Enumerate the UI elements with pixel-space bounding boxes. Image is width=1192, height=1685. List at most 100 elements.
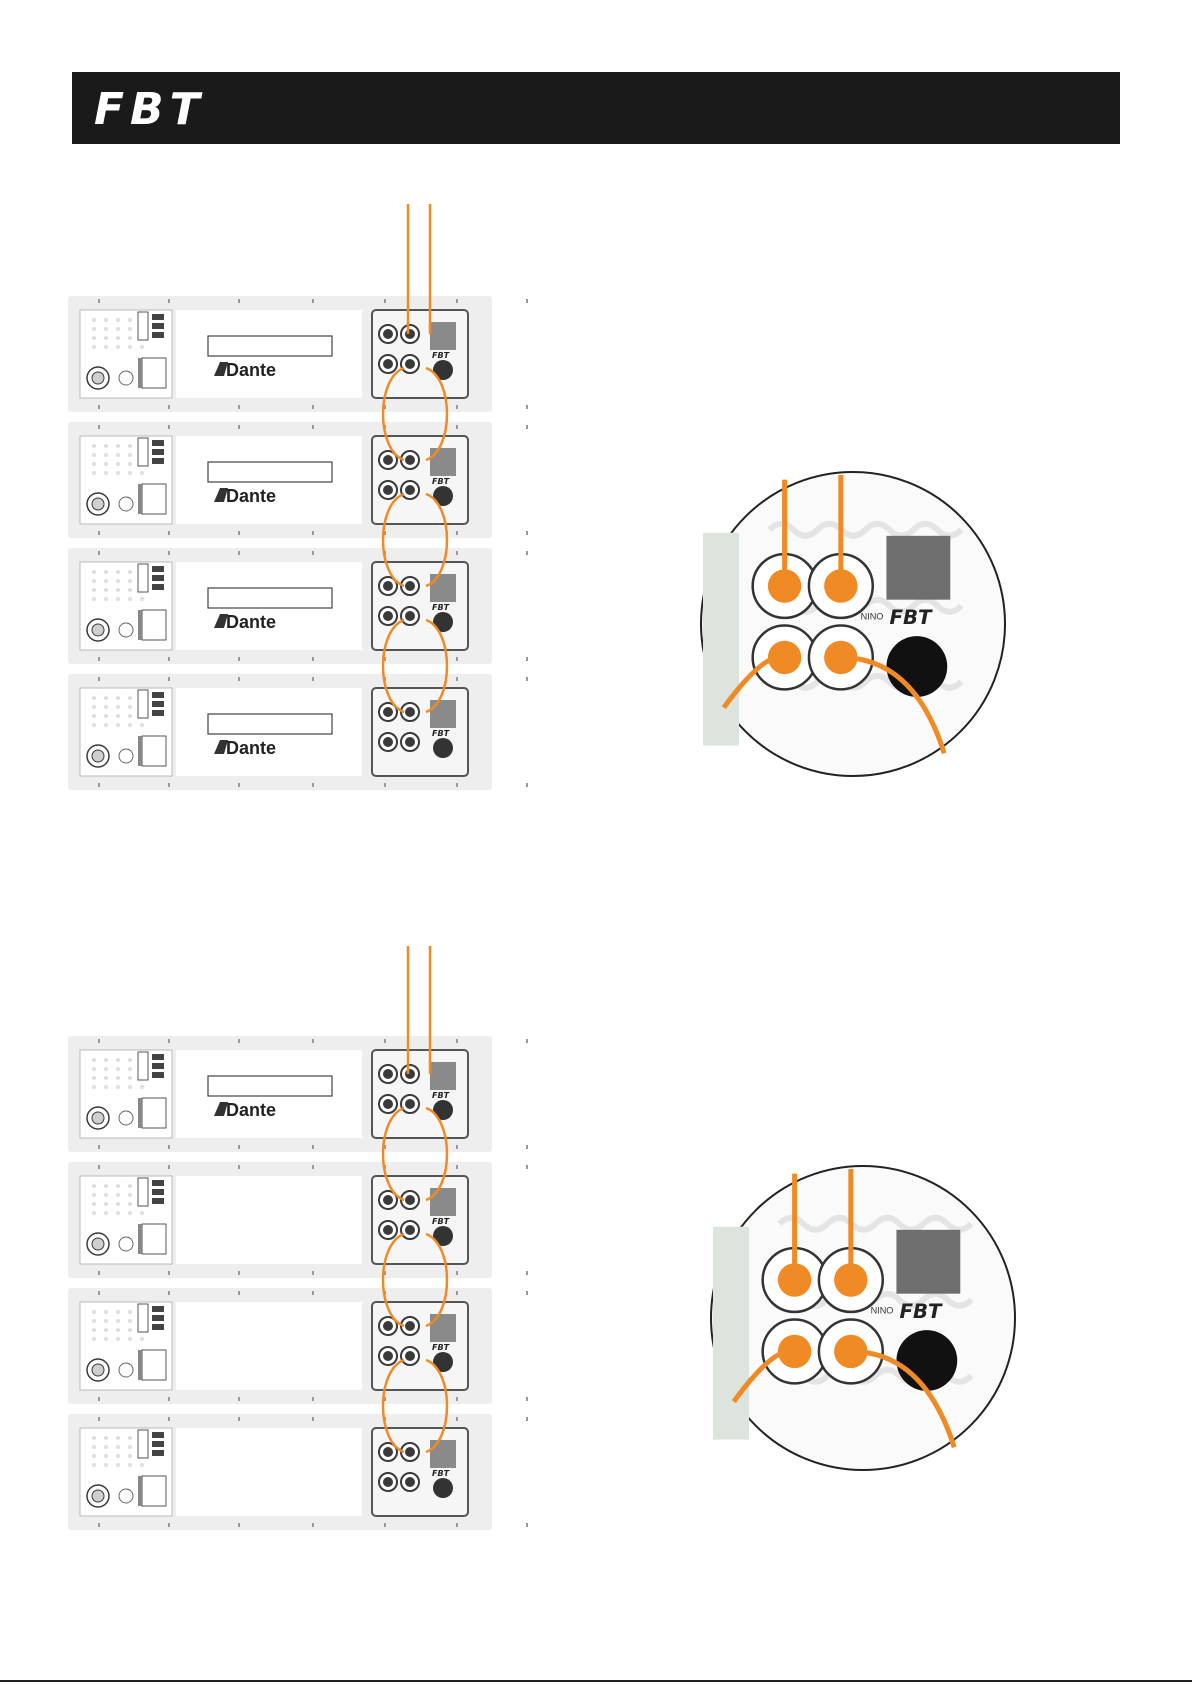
- panel-tick: [238, 1165, 240, 1169]
- vent-hole: [128, 1085, 132, 1089]
- barcode-mark: [152, 701, 164, 707]
- barcode-mark: [152, 323, 164, 329]
- vent-hole: [92, 1184, 96, 1188]
- page-footer-line: [0, 1680, 1192, 1682]
- vent-hole: [128, 696, 132, 700]
- panel-tick: [456, 1523, 458, 1527]
- vent-hole: [116, 1193, 120, 1197]
- barcode-mark: [152, 449, 164, 455]
- vent-hole: [128, 1310, 132, 1314]
- panel-tick: [98, 657, 100, 661]
- vent-hole: [140, 1211, 144, 1215]
- jack-core: [405, 485, 415, 495]
- vent-hole: [104, 579, 108, 583]
- vent-hole: [116, 705, 120, 709]
- panel-tick: [526, 551, 528, 555]
- panel-tick: [168, 1291, 170, 1295]
- panel-tick: [98, 1397, 100, 1401]
- vent-hole: [92, 327, 96, 331]
- vent-hole: [116, 1454, 120, 1458]
- vent-hole: [92, 462, 96, 466]
- panel-tick: [526, 1165, 528, 1169]
- vent-hole: [116, 1463, 120, 1467]
- vent-hole: [104, 1058, 108, 1062]
- detail-port-label: NINO: [871, 1305, 894, 1315]
- panel-tick: [456, 1145, 458, 1149]
- vent-hole: [116, 579, 120, 583]
- volume-knob-icon: [433, 738, 453, 758]
- panel-tick: [456, 551, 458, 555]
- vent-hole: [128, 327, 132, 331]
- vent-hole: [128, 1463, 132, 1467]
- volume-knob-icon: [886, 636, 947, 697]
- speakon-connector: [92, 624, 104, 636]
- jack-core: [383, 737, 393, 747]
- panel-tick: [168, 677, 170, 681]
- panel-tick: [238, 425, 240, 429]
- speaker-unit: FBT: [68, 1414, 528, 1530]
- jack-core: [405, 611, 415, 621]
- vent-hole: [128, 318, 132, 322]
- vent-hole: [92, 1067, 96, 1071]
- vent-hole: [128, 1202, 132, 1206]
- panel-tick: [526, 1417, 528, 1421]
- vent-hole: [92, 597, 96, 601]
- speaker-unit: FBT: [68, 1288, 528, 1404]
- vent-hole: [140, 345, 144, 349]
- panel-tick: [168, 1145, 170, 1149]
- power-rail: [138, 484, 142, 514]
- zoom-side-strip: [703, 533, 739, 746]
- jack-core: [383, 1477, 393, 1487]
- panel-tick: [238, 1145, 240, 1149]
- vent-hole: [104, 1202, 108, 1206]
- vent-hole: [128, 336, 132, 340]
- ground-screw: [119, 1237, 133, 1251]
- panel-tick: [312, 783, 314, 787]
- panel-tick: [168, 657, 170, 661]
- speaker-unit: DanteFBT: [68, 1036, 528, 1152]
- vent-hole: [92, 705, 96, 709]
- vent-hole: [128, 1436, 132, 1440]
- vent-hole: [116, 1067, 120, 1071]
- panel-tick: [312, 1039, 314, 1043]
- jack-core: [383, 707, 393, 717]
- panel-tick: [168, 783, 170, 787]
- jack-core: [405, 1321, 415, 1331]
- power-rail: [138, 1098, 142, 1128]
- panel-tick: [526, 1397, 528, 1401]
- panel-tick: [456, 1397, 458, 1401]
- io-fbt-logo: FBT: [432, 729, 450, 738]
- jack-core: [383, 359, 393, 369]
- panel-tick: [526, 1145, 528, 1149]
- barcode-mark: [152, 566, 164, 572]
- vent-hole: [92, 1436, 96, 1440]
- panel-tick: [238, 677, 240, 681]
- vent-hole: [116, 453, 120, 457]
- panel-tick: [312, 1271, 314, 1275]
- power-rail: [138, 358, 142, 388]
- vent-hole: [92, 1445, 96, 1449]
- panel-tick: [312, 677, 314, 681]
- panel-tick: [238, 657, 240, 661]
- vent-hole: [104, 1445, 108, 1449]
- volume-knob-icon: [896, 1330, 957, 1391]
- barcode-mark: [152, 458, 164, 464]
- vent-hole: [140, 723, 144, 727]
- panel-tick: [168, 1165, 170, 1169]
- panel-tick: [168, 1397, 170, 1401]
- vent-hole: [116, 1076, 120, 1080]
- vent-hole: [116, 723, 120, 727]
- vent-hole: [92, 1337, 96, 1341]
- panel-tick: [456, 425, 458, 429]
- panel-tick: [456, 1291, 458, 1295]
- display-screen: [430, 700, 456, 728]
- vent-hole: [92, 579, 96, 583]
- vent-hole: [92, 1058, 96, 1062]
- ground-screw: [119, 1363, 133, 1377]
- vent-hole: [128, 444, 132, 448]
- io-fbt-logo: FBT: [432, 351, 450, 360]
- panel-tick: [168, 405, 170, 409]
- jack-core: [383, 329, 393, 339]
- vent-hole: [128, 471, 132, 475]
